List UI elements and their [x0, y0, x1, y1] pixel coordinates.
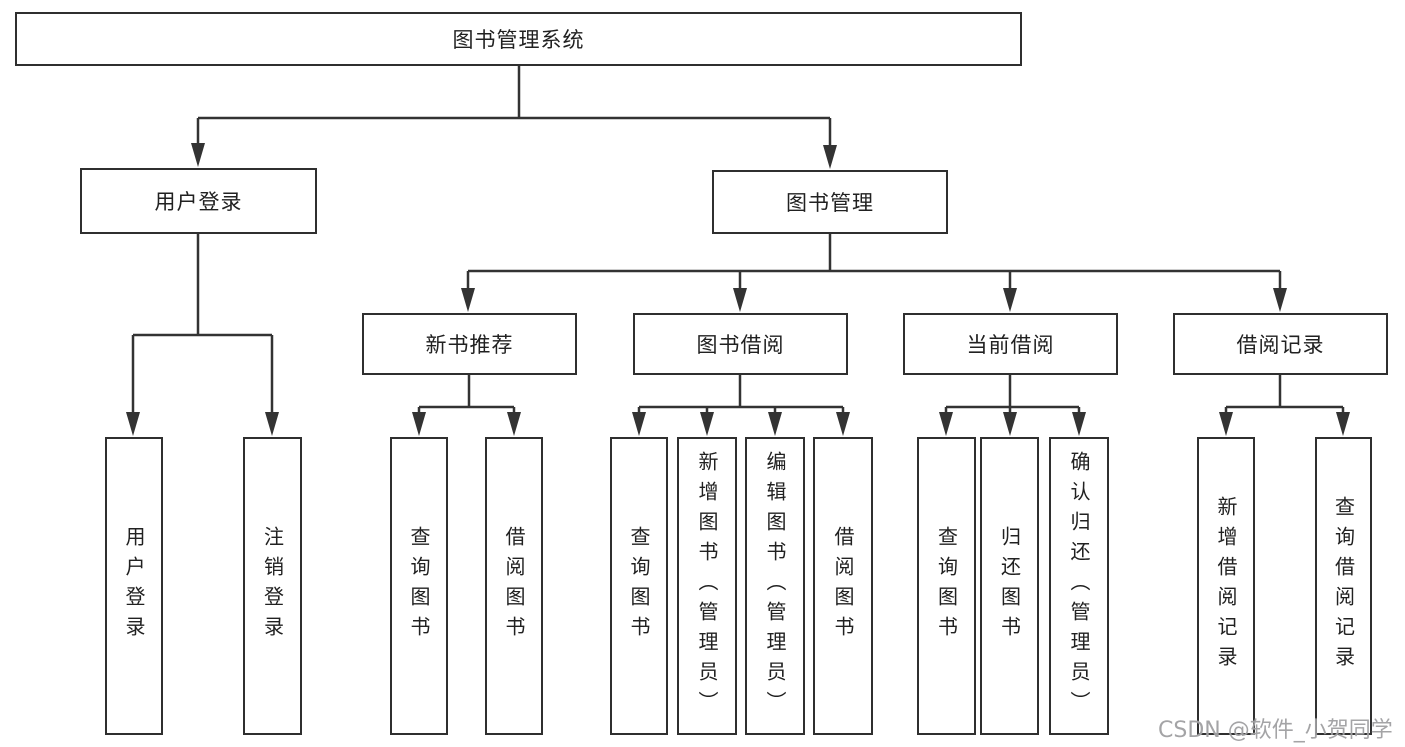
node-label: 新书推荐: [425, 333, 514, 357]
node-label: 当前借阅: [966, 333, 1055, 357]
node-label: 归还图书: [997, 526, 1022, 646]
node-label: 图书管理系统: [452, 28, 585, 52]
leaf-query-book-3: 查询图书: [917, 437, 976, 735]
node-label: 查询图书: [627, 526, 651, 646]
leaf-borrow-book-1: 借阅图书: [485, 437, 543, 735]
leaf-add-borrow-record: 新增借阅记录: [1197, 437, 1255, 735]
leaf-borrow-book-2: 借阅图书: [813, 437, 873, 735]
node-user-login: 用户登录: [80, 168, 317, 234]
node-borrow-records: 借阅记录: [1173, 313, 1388, 375]
node-label: 查询借阅记录: [1331, 496, 1356, 676]
node-label: 查询图书: [934, 526, 959, 646]
leaf-logout: 注销登录: [243, 437, 302, 735]
leaf-return-book: 归还图书: [980, 437, 1039, 735]
node-label: 编辑图书（管理员）: [763, 451, 787, 721]
leaf-query-book-1: 查询图书: [390, 437, 448, 735]
node-label: 用户登录: [154, 190, 243, 214]
node-book-management: 图书管理: [712, 170, 948, 234]
node-label: 借阅图书: [831, 526, 855, 646]
node-label: 确认归还（管理员）: [1067, 451, 1091, 721]
node-label: 图书借阅: [696, 333, 785, 357]
node-current-borrow: 当前借阅: [903, 313, 1118, 375]
node-label: 借阅图书: [502, 526, 526, 646]
leaf-query-book-2: 查询图书: [610, 437, 668, 735]
node-label: 新增图书（管理员）: [695, 451, 719, 721]
node-label: 图书管理: [786, 191, 874, 215]
node-book-borrow: 图书借阅: [633, 313, 848, 375]
leaf-edit-book-admin: 编辑图书（管理员）: [745, 437, 805, 735]
leaf-user-login: 用户登录: [105, 437, 163, 735]
node-label: 新增借阅记录: [1214, 496, 1238, 676]
node-new-book-recommend: 新书推荐: [362, 313, 577, 375]
leaf-query-borrow-record: 查询借阅记录: [1315, 437, 1372, 735]
node-root-library-system: 图书管理系统: [15, 12, 1022, 66]
node-label: 用户登录: [122, 526, 146, 646]
node-label: 注销登录: [260, 526, 285, 646]
arrowheads: [126, 143, 1350, 436]
node-label: 借阅记录: [1236, 333, 1325, 357]
csdn-watermark: CSDN @软件_小贺同学: [1158, 718, 1393, 743]
leaf-confirm-return-admin: 确认归还（管理员）: [1049, 437, 1109, 735]
leaf-add-book-admin: 新增图书（管理员）: [677, 437, 737, 735]
node-label: 查询图书: [407, 526, 431, 646]
